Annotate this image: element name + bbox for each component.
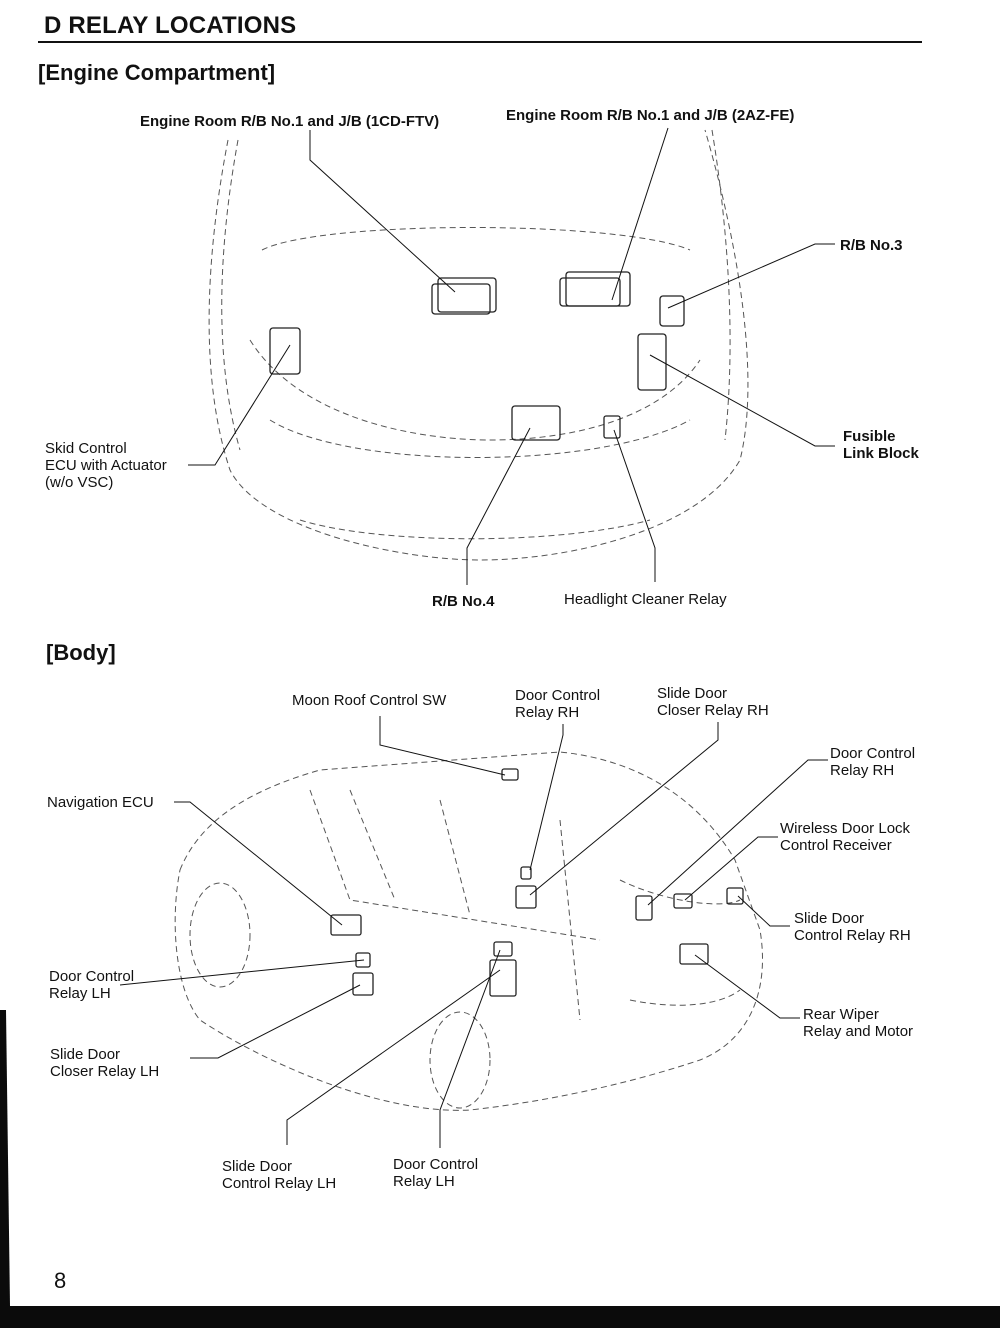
wireless-receiver-box — [673, 893, 693, 909]
body-leader-lines — [119, 716, 828, 1148]
label-rb-no4: R/B No.4 — [432, 593, 495, 610]
label-navigation-ecu: Navigation ECU — [47, 794, 154, 811]
label-fusible-link-block: Fusible Link Block — [843, 428, 919, 462]
body-components — [330, 768, 744, 997]
label-headlight-cleaner-relay: Headlight Cleaner Relay — [564, 591, 727, 608]
label-door-control-relay-lh-left: Door Control Relay LH — [49, 968, 135, 1002]
rb3-box — [659, 295, 685, 327]
headlight-relay-box — [603, 415, 621, 439]
slide-door-closer-relay-lh-box — [352, 972, 374, 996]
label-slide-door-control-relay-rh: Slide Door Control Relay RH — [794, 910, 911, 944]
door-control-relay-lh-bottom-box — [493, 941, 513, 957]
navigation-ecu-box — [330, 914, 362, 936]
engine-car-outline — [208, 129, 749, 561]
label-rear-wiper-relay-motor: Rear Wiper Relay and Motor — [803, 1006, 914, 1040]
page-number: 8 — [54, 1268, 67, 1293]
label-slide-door-closer-relay-rh: Slide Door Closer Relay RH — [657, 685, 769, 719]
label-slide-door-closer-relay-lh: Slide Door Closer Relay LH — [50, 1046, 160, 1080]
label-slide-door-control-relay-lh: Slide Door Control Relay LH — [222, 1158, 337, 1192]
label-moon-roof-control-sw: Moon Roof Control SW — [292, 692, 447, 709]
body-car-outline — [174, 751, 763, 1111]
title-rule — [38, 41, 922, 43]
page-title: D RELAY LOCATIONS — [44, 12, 297, 39]
fusible-link-box — [637, 333, 667, 391]
slide-door-control-rh-box — [726, 887, 744, 905]
slide-door-closer-relay-rh-box — [515, 885, 537, 909]
label-skid-control-ecu: Skid Control ECU with Actuator (w/o VSC) — [45, 440, 167, 491]
label-rb-no3: R/B No.3 — [840, 237, 903, 254]
label-door-control-relay-rh-top: Door Control Relay RH — [515, 687, 601, 721]
skid-ecu-box — [269, 327, 301, 375]
door-control-relay-lh-box — [355, 952, 371, 968]
label-engine-room-rb1-2az: Engine Room R/B No.1 and J/B (2AZ-FE) — [506, 107, 795, 124]
door-control-relay-rh-box — [520, 866, 532, 880]
section-body: [Body] — [46, 640, 116, 665]
label-wireless-door-lock-receiver: Wireless Door Lock Control Receiver — [780, 820, 911, 854]
scan-bottom-bar — [0, 1306, 1000, 1328]
rear-wiper-box — [679, 943, 709, 965]
label-engine-room-rb1-1cd: Engine Room R/B No.1 and J/B (1CD-FTV) — [140, 113, 440, 130]
label-door-control-relay-lh-bottom: Door Control Relay LH — [393, 1156, 479, 1190]
rb4-box — [511, 405, 561, 441]
label-door-control-relay-rh-right: Door Control Relay RH — [830, 745, 916, 779]
section-engine-compartment: [Engine Compartment] — [38, 60, 276, 85]
engine-leader-lines — [188, 127, 835, 585]
engine-room-rb1-1cd-box — [437, 277, 497, 313]
engine-components — [269, 271, 685, 441]
door-control-relay-rh-right-box — [635, 895, 653, 921]
